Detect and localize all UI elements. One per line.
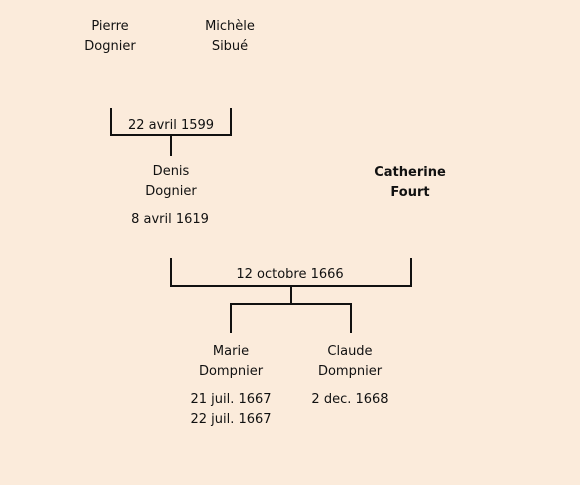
birth-date: 21 juil. 1667 bbox=[190, 392, 272, 407]
first-name: Claude bbox=[327, 344, 373, 359]
children-bar bbox=[230, 303, 352, 305]
child-line bbox=[230, 303, 232, 333]
marriage-date-1599: 22 avril 1599 bbox=[127, 118, 215, 133]
birth-date: 8 avril 1619 bbox=[131, 212, 209, 227]
person-michele-sibue: Michèle Sibué bbox=[205, 17, 255, 57]
last-name: Dompnier bbox=[317, 364, 383, 379]
death-date: 22 juil. 1667 bbox=[190, 412, 272, 427]
birth-date: 2 dec. 1668 bbox=[311, 392, 389, 407]
first-name: Michèle bbox=[205, 19, 255, 34]
first-name: Denis bbox=[152, 164, 190, 179]
person-marie-dompnier: Marie Dompnier bbox=[199, 342, 263, 382]
last-name: Sibué bbox=[211, 39, 249, 54]
person-pierre-dognier: Pierre Dognier bbox=[84, 17, 135, 57]
connector-line bbox=[230, 108, 232, 136]
connector-line bbox=[410, 258, 412, 287]
person-denis-dognier: Denis Dognier bbox=[145, 162, 196, 202]
last-name: Dognier bbox=[84, 39, 136, 54]
first-name: Catherine bbox=[374, 165, 446, 180]
first-name: Pierre bbox=[91, 19, 129, 34]
last-name: Dognier bbox=[145, 184, 197, 199]
last-name: Dompnier bbox=[198, 364, 264, 379]
connector-line bbox=[170, 258, 172, 287]
person-claude-dompnier: Claude Dompnier bbox=[318, 342, 382, 382]
marriage-date-1666: 12 octobre 1666 bbox=[236, 267, 344, 282]
life-dates: 21 juil. 1667 22 juil. 1667 bbox=[190, 390, 271, 430]
marriage-bar bbox=[170, 285, 412, 287]
person-catherine-fourt: Catherine Fourt bbox=[374, 163, 446, 203]
connector-line bbox=[110, 108, 112, 136]
child-line bbox=[350, 303, 352, 333]
marriage-bar bbox=[110, 134, 232, 136]
first-name: Marie bbox=[212, 344, 250, 359]
descent-line bbox=[290, 287, 292, 305]
last-name: Fourt bbox=[390, 185, 430, 200]
descent-line bbox=[170, 136, 172, 156]
